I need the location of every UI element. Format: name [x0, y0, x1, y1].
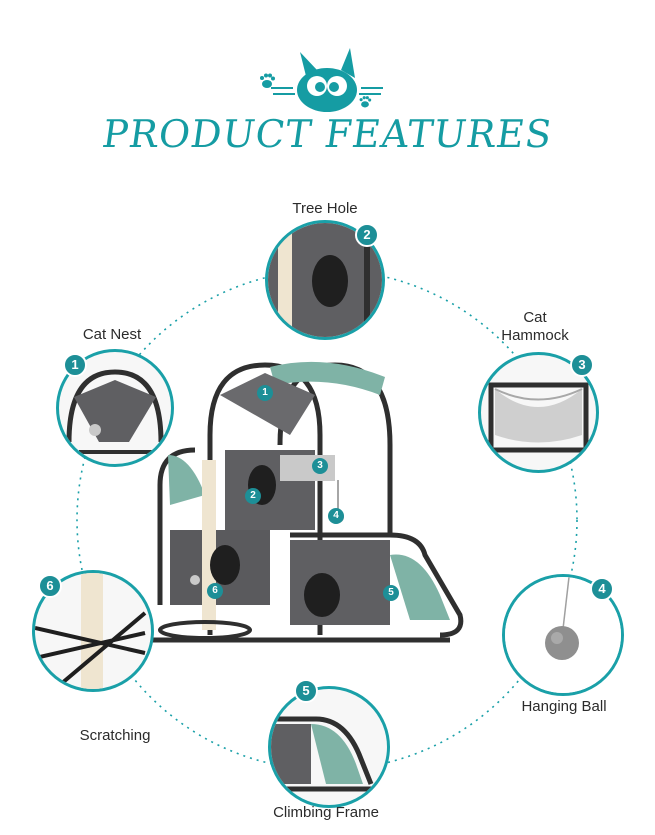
feature-circle-climbing-frame — [268, 686, 390, 808]
paw-print-icon — [359, 96, 372, 108]
paw-print-icon — [260, 73, 275, 88]
feature-label-climbing-frame: Climbing Frame — [273, 804, 379, 821]
tree-badge-4: 4 — [328, 508, 344, 524]
feature-badge-4: 4 — [590, 577, 614, 601]
cat-tree-image — [150, 361, 464, 643]
feature-label-scratching: Scratching — [79, 727, 151, 744]
feature-badge-3: 3 — [570, 353, 594, 377]
tree-badge-3: 3 — [312, 458, 328, 474]
feature-badge-1: 1 — [63, 353, 87, 377]
feature-badge-2: 2 — [355, 223, 379, 247]
tree-badge-1: 1 — [257, 385, 273, 401]
feature-label-tree-hole: Tree Hole — [292, 200, 358, 217]
feature-label-cat-hammock-line1: Cat — [523, 309, 547, 326]
cat-face-icon — [271, 48, 383, 112]
feature-label-hanging-ball: Hanging Ball — [521, 698, 607, 715]
feature-label-cat-nest: Cat Nest — [82, 326, 142, 343]
feature-badge-6: 6 — [38, 574, 62, 598]
tree-badge-6: 6 — [207, 583, 223, 599]
feature-label-cat-hammock: Cat Hammock — [485, 309, 585, 345]
feature-label-cat-hammock-line2: Hammock — [501, 327, 569, 344]
tree-badge-5: 5 — [383, 585, 399, 601]
tree-badge-2: 2 — [245, 488, 261, 504]
feature-badge-5: 5 — [294, 679, 318, 703]
